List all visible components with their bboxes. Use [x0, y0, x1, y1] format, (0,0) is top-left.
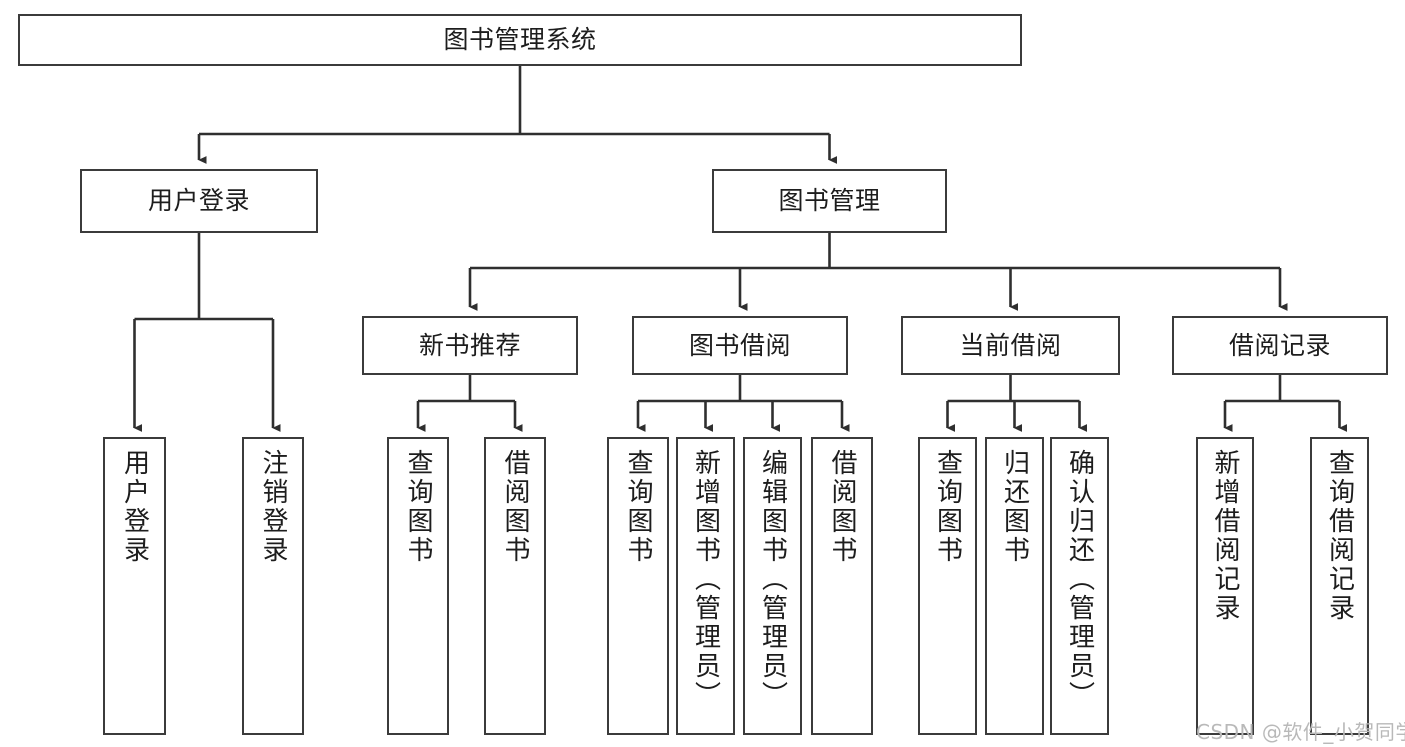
node-l-q2[interactable]: 查询图书: [607, 437, 669, 735]
node-label: 借阅记录: [1228, 330, 1331, 360]
node-root[interactable]: 图书管理系统: [18, 14, 1022, 66]
node-label: 查询借阅记录: [1324, 449, 1355, 623]
node-label: 当前借阅: [959, 330, 1062, 360]
node-label: 图书管理: [778, 186, 881, 216]
node-login[interactable]: 用户登录: [80, 169, 318, 233]
node-label: 新增借阅记录: [1210, 449, 1240, 623]
node-label: 新书推荐: [418, 330, 521, 360]
node-label: 查询图书: [623, 449, 653, 565]
node-label: 归还图书: [999, 449, 1030, 565]
node-l-b1[interactable]: 借阅图书: [484, 437, 546, 735]
node-bookmgmt[interactable]: 图书管理: [712, 169, 947, 233]
node-l-addrec[interactable]: 新增借阅记录: [1196, 437, 1254, 735]
node-newbook[interactable]: 新书推荐: [362, 316, 578, 375]
node-l-logout[interactable]: 注销登录: [242, 437, 304, 735]
node-l-q1[interactable]: 查询图书: [387, 437, 449, 735]
node-label: 图书管理系统: [443, 25, 597, 55]
node-label: 图书借阅: [688, 330, 791, 360]
node-l-login[interactable]: 用户登录: [103, 437, 166, 735]
node-label: 借阅图书: [500, 449, 530, 565]
node-l-qrec[interactable]: 查询借阅记录: [1310, 437, 1369, 735]
node-l-add[interactable]: 新增图书（管理员）: [676, 437, 735, 735]
node-label: 查询图书: [403, 449, 433, 565]
node-label: 注销登录: [258, 449, 288, 565]
node-borrow[interactable]: 图书借阅: [632, 316, 848, 375]
node-label: 确认归还（管理员）: [1064, 449, 1095, 710]
node-l-edit[interactable]: 编辑图书（管理员）: [743, 437, 802, 735]
node-label: 查询图书: [932, 449, 963, 565]
node-l-q3[interactable]: 查询图书: [918, 437, 977, 735]
node-l-return[interactable]: 归还图书: [985, 437, 1044, 735]
node-l-b2[interactable]: 借阅图书: [811, 437, 873, 735]
node-label: 用户登录: [147, 186, 250, 216]
node-label: 新增图书（管理员）: [690, 449, 721, 710]
node-l-confirm[interactable]: 确认归还（管理员）: [1050, 437, 1109, 735]
node-current[interactable]: 当前借阅: [901, 316, 1120, 375]
node-label: 编辑图书（管理员）: [757, 449, 788, 710]
node-label: 用户登录: [119, 449, 150, 565]
node-label: 借阅图书: [827, 449, 857, 565]
node-records[interactable]: 借阅记录: [1172, 316, 1388, 375]
